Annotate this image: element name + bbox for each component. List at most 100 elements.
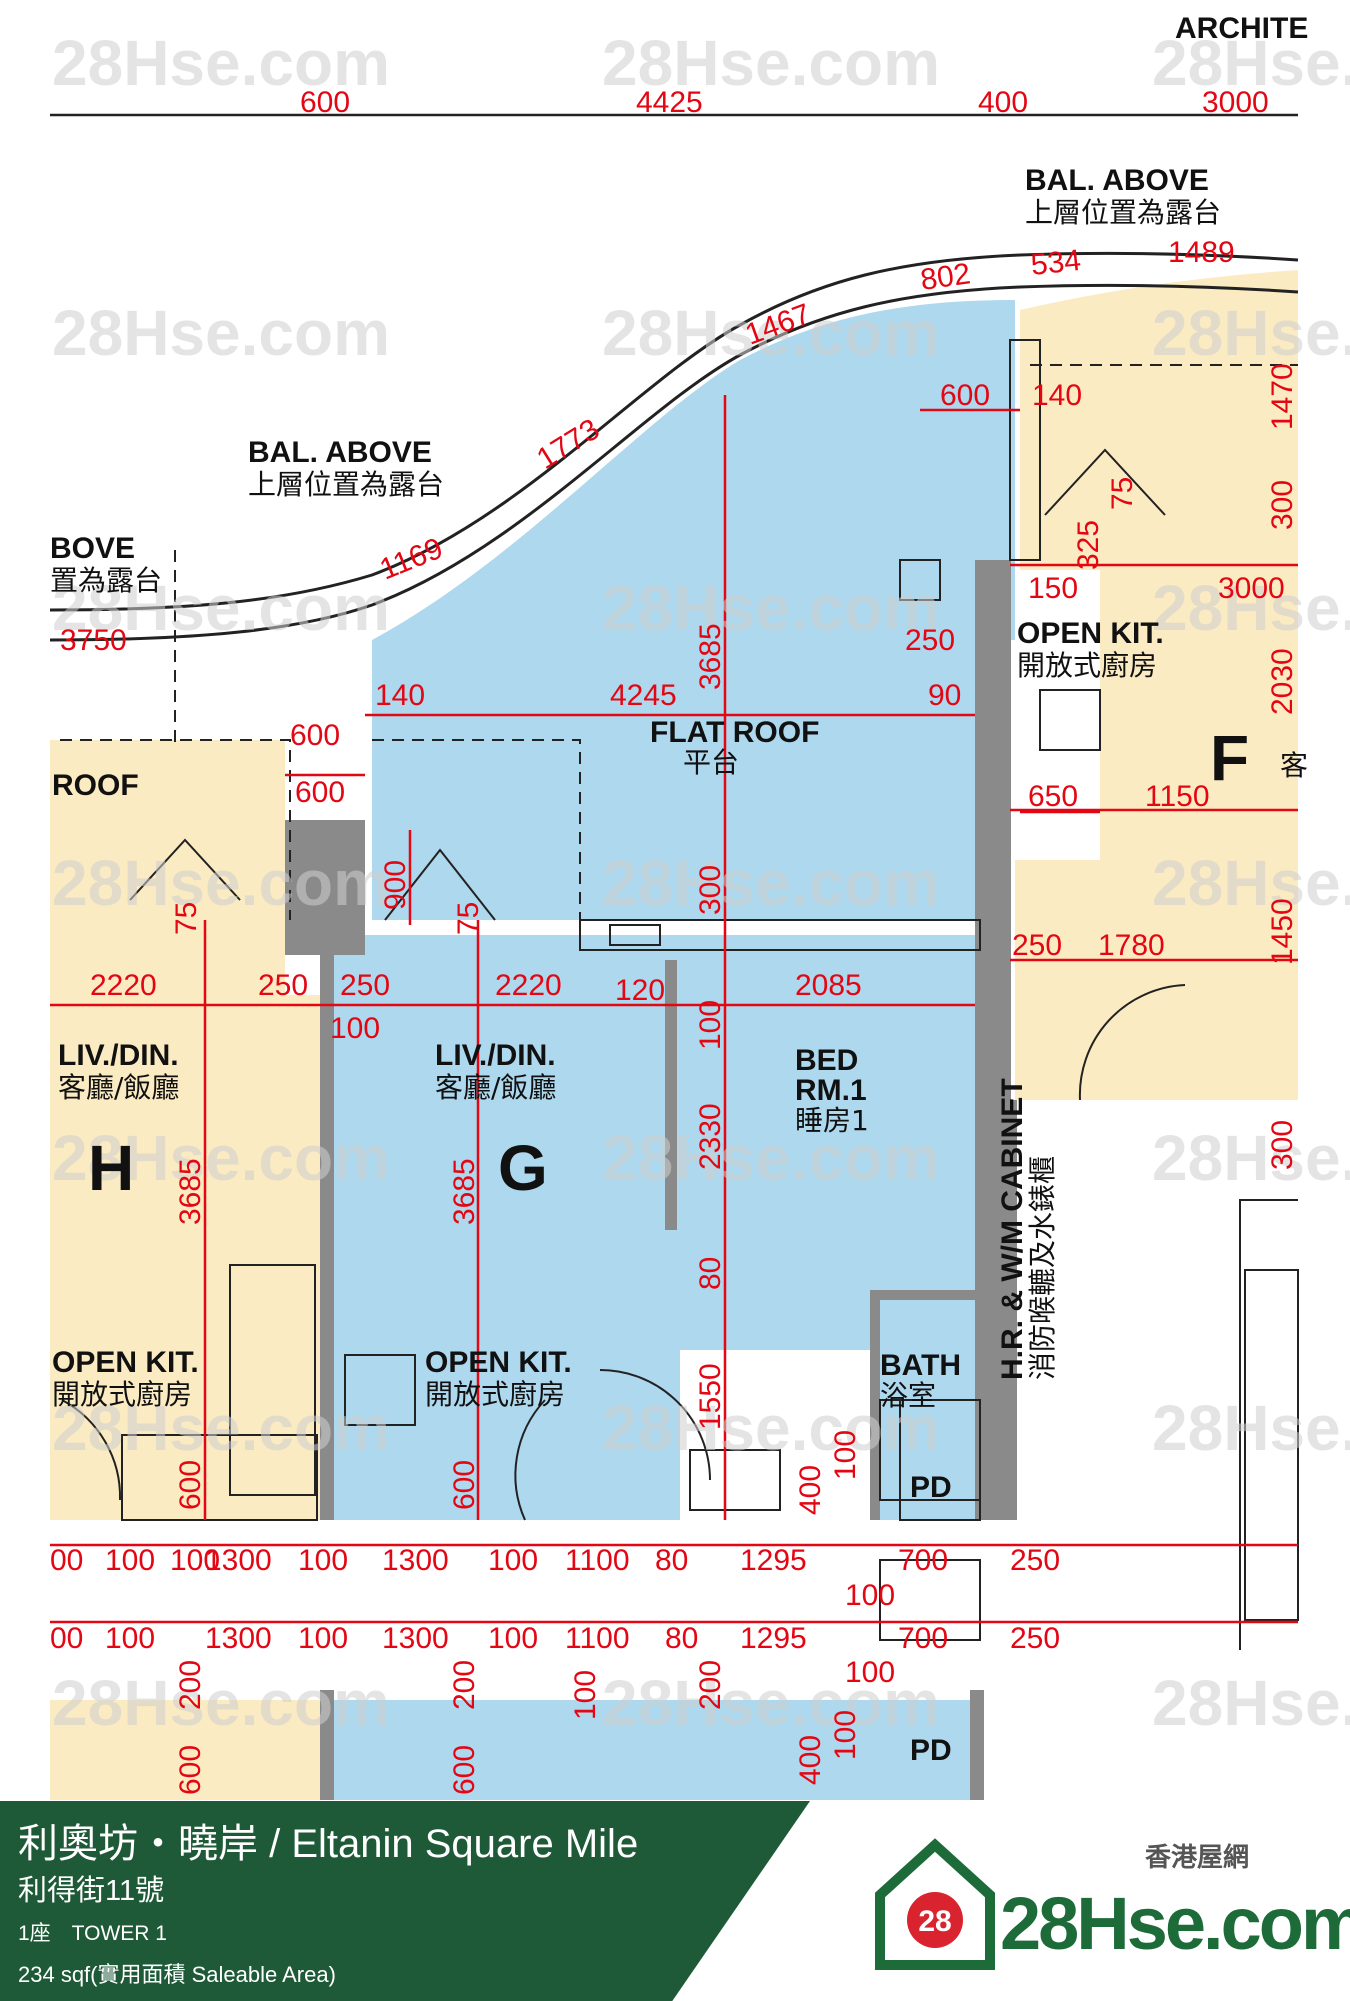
dim-label: 600	[174, 1460, 207, 1510]
watermark: 28Hse.com	[602, 1667, 940, 1739]
dim-label: 100	[298, 1544, 348, 1577]
balcony-above-label-zh: 置為露台	[50, 564, 162, 597]
dim-label: 90	[928, 679, 961, 712]
unit-g-letter: G	[498, 1132, 548, 1204]
dim-label: 600	[448, 1745, 481, 1795]
dim-label: 1169	[375, 532, 447, 587]
watermark: 28Hse.com	[602, 572, 940, 644]
dim-label: 75	[1106, 477, 1139, 510]
bedroom-label: BED	[795, 1044, 858, 1077]
dim-label: 75	[452, 902, 485, 935]
open-kitchen-f-label: OPEN KIT.	[1017, 617, 1164, 650]
dim-label: 200	[448, 1660, 481, 1710]
dim-label: 2030	[1266, 648, 1299, 715]
dim-label: 1470	[1266, 363, 1299, 430]
dim-label: 325	[1072, 520, 1105, 570]
dim-label: 100	[829, 1710, 862, 1760]
pipe-duct-label: PD	[910, 1734, 952, 1767]
dim-label: 200	[694, 1660, 727, 1710]
dim-label: 80	[655, 1544, 688, 1577]
balcony-above-label: BAL. ABOVE	[1025, 164, 1209, 197]
room-labels: ARCHITE BAL. ABOVE 上層位置為露台 BAL. ABOVE 上層…	[50, 12, 1308, 1767]
floor-plan: 28Hse.com 28Hse.com 28Hse.com 28Hse.com …	[49, 12, 1350, 1800]
dim-label: 100	[569, 1670, 602, 1720]
dim-label: 140	[375, 679, 425, 712]
dimension-labels: 600 4425 400 3000 802 534 1489 1467 1773…	[50, 86, 1299, 1795]
unit-h-area	[50, 740, 320, 1800]
watermark: 28Hse.com	[52, 297, 390, 369]
open-kitchen-f-label-zh: 開放式廚房	[1017, 649, 1157, 682]
bath-label: BATH	[880, 1349, 961, 1382]
dim-label: 600	[448, 1460, 481, 1510]
watermark: 28Hse.com	[52, 1122, 390, 1194]
dim-label: 3750	[60, 624, 127, 657]
dim-label: 1300	[382, 1622, 449, 1655]
dim-label: 1300	[382, 1544, 449, 1577]
estate-address: 利得街11號	[18, 1875, 165, 1907]
watermark: 28Hse.com	[52, 1667, 390, 1739]
dim-label: 100	[330, 1012, 380, 1045]
unit-f-partial-label: 客	[1280, 749, 1308, 782]
watermark: 28Hse.com	[602, 1392, 940, 1464]
dim-label: 1295	[740, 1544, 807, 1577]
watermark: 28Hse.com	[1152, 1392, 1350, 1464]
dim-label: 250	[905, 624, 955, 657]
dim-label: 80	[694, 1257, 727, 1290]
dim-label: 00	[50, 1544, 83, 1577]
unit-g-area	[320, 300, 1015, 1800]
dim-label: 4245	[610, 679, 677, 712]
balcony-above-label: BAL. ABOVE	[248, 436, 432, 469]
dim-label: 3685	[694, 623, 727, 690]
dim-label: 1295	[740, 1622, 807, 1655]
open-kitchen-g-label: OPEN KIT.	[425, 1346, 572, 1379]
dim-label: 3000	[1218, 572, 1285, 605]
dim-label: 1773	[531, 413, 605, 476]
unit-f-area	[1015, 270, 1298, 1100]
dim-label: 1100	[565, 1544, 630, 1577]
architect-label: ARCHITE	[1175, 12, 1308, 45]
architectural-lines	[61, 339, 1299, 1650]
watermark: 28Hse.com	[52, 1392, 390, 1464]
living-dining-g-label: LIV./DIN.	[435, 1039, 556, 1072]
dim-label: 300	[1266, 480, 1299, 530]
dashed-lines	[60, 364, 1298, 920]
pipe-duct-label: PD	[910, 1471, 952, 1504]
dim-label: 600	[940, 379, 990, 412]
dim-label: 75	[170, 902, 203, 935]
watermark: 28Hse.com	[1152, 297, 1350, 369]
logo-badge-text: 28	[918, 1905, 951, 1938]
living-dining-h-label: LIV./DIN.	[58, 1039, 179, 1072]
dim-label: 100	[829, 1430, 862, 1480]
dim-label: 250	[1010, 1544, 1060, 1577]
dim-label: 100	[105, 1544, 155, 1577]
dim-label: 1489	[1168, 236, 1235, 269]
dim-label: 140	[1032, 379, 1082, 412]
roof-label: ROOF	[52, 769, 139, 802]
floor-plan-svg: 28Hse.com 28Hse.com 28Hse.com 28Hse.com …	[49, 12, 1350, 1800]
dim-label: 100	[298, 1622, 348, 1655]
dim-label: 700	[898, 1544, 948, 1577]
dim-label: 300	[694, 865, 727, 915]
watermark: 28Hse.com	[1152, 27, 1350, 99]
tower-label: 1座 TOWER 1	[18, 1922, 167, 1945]
brand-name: 香港屋網	[1145, 1843, 1250, 1873]
living-dining-h-label-zh: 客廳/飯廳	[58, 1071, 179, 1104]
unit-letters: G H F	[88, 722, 1249, 1204]
dim-label: 100	[845, 1579, 895, 1612]
dim-label: 1300	[205, 1544, 272, 1577]
dim-label: 1300	[205, 1622, 272, 1655]
dimension-lines	[50, 113, 1298, 1624]
open-kitchen-h-label-zh: 開放式廚房	[52, 1378, 192, 1411]
watermark: 28Hse.com	[52, 27, 390, 99]
dim-label: 900	[379, 860, 412, 910]
bedroom-label-rm: RM.1	[795, 1074, 867, 1107]
dim-label: 100	[170, 1544, 220, 1577]
dim-label: 3685	[448, 1158, 481, 1225]
dim-label: 2220	[90, 969, 157, 1002]
dim-label: 1100	[565, 1622, 630, 1655]
dim-label: 1780	[1098, 929, 1165, 962]
dim-label: 3000	[1202, 86, 1269, 119]
watermarks: 28Hse.com 28Hse.com 28Hse.com 28Hse.com …	[52, 27, 1350, 1739]
open-kitchen-h-label: OPEN KIT.	[52, 1346, 199, 1379]
cabinet-label-zh: 消防喉轆及水錶櫃	[1026, 1156, 1059, 1380]
